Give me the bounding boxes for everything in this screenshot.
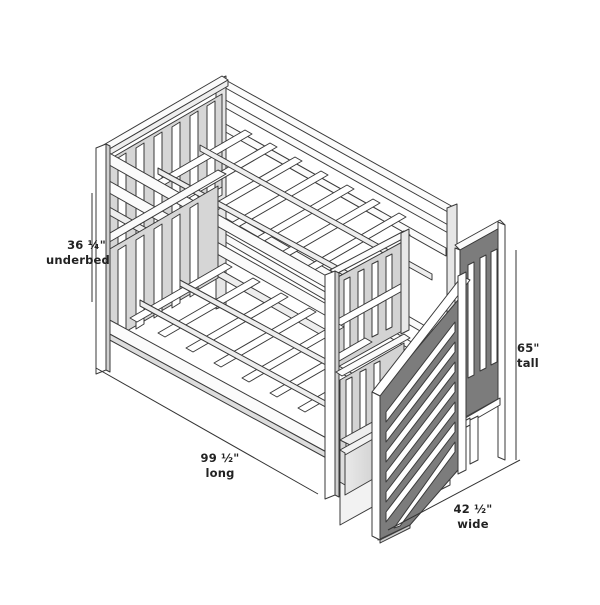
height-dimension-label: 65" tall <box>517 341 557 371</box>
width-caption: wide <box>457 517 489 531</box>
height-caption: tall <box>517 356 539 370</box>
width-dimension-label: 42 ½" wide <box>448 502 498 532</box>
height-value: 65" <box>517 341 540 355</box>
width-value: 42 ½" <box>453 502 493 516</box>
staircase <box>371 219 506 544</box>
length-caption: long <box>205 466 235 480</box>
underbed-dimension-label: 36 ¼" underbed <box>46 238 110 268</box>
underbed-value: 36 ¼" <box>67 238 106 252</box>
length-dimension-line-left <box>95 367 319 495</box>
underbed-caption: underbed <box>46 253 110 267</box>
length-value: 99 ½" <box>200 451 240 465</box>
width-dimension-line <box>387 459 521 531</box>
front-posts <box>95 143 340 500</box>
dimension-lines <box>91 193 521 531</box>
lower-headboard <box>97 169 227 343</box>
length-dimension-label: 99 ½" long <box>190 451 250 481</box>
top-footboard <box>329 228 411 369</box>
